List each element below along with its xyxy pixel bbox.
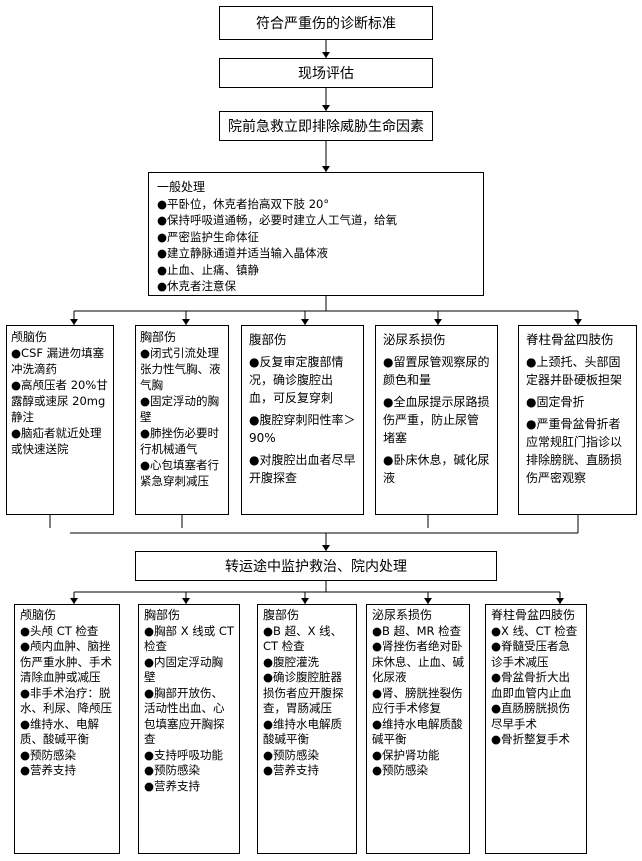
inhospital-chest-item: 胸部开放伤、活动性出血、心包填塞应开胸探查 (144, 686, 234, 748)
prehospital-urinary-box: 泌尿系损伤 留置尿管观察尿的颜色和量 全血尿提示尿路损伤严重，防止尿管堵塞 卧床… (375, 325, 498, 515)
inhospital-craniocerebral-item: 预防感染 (20, 748, 114, 764)
general-treatment-item: 严密监护生命体征 (157, 229, 475, 246)
prehospital-chest-item: 肺挫伤必要时行机械通气 (140, 425, 224, 457)
prehospital-urinary-item: 卧床休息，碱化尿液 (383, 451, 490, 487)
general-treatment-item: 止血、止痛、镇静 (157, 262, 475, 279)
inhospital-spine-pelvis-limbs-item: 骨盆骨折大出血即血管内止血 (491, 670, 581, 701)
prehospital-chest-box: 胸部伤 闭式引流处理张力性气胸、液气胸 固定浮动的胸壁 肺挫伤必要时行机械通气 … (135, 325, 229, 515)
inhospital-spine-pelvis-limbs-item: X 线、CT 检查 (491, 624, 581, 640)
inhospital-craniocerebral-title: 颅脑伤 (20, 608, 57, 622)
scene-assessment-text: 现场评估 (298, 66, 354, 82)
prehospital-abdomen-item: 对腹腔出血者尽早开腹探查 (249, 451, 356, 487)
prehospital-emergency-box: 院前急救立即排除威胁生命因素 (219, 111, 433, 141)
inhospital-urinary-item: 维持水电解质酸碱平衡 (372, 717, 464, 748)
prehospital-urinary-item: 留置尿管观察尿的颜色和量 (383, 353, 490, 389)
scene-assessment-box: 现场评估 (219, 58, 433, 88)
inhospital-craniocerebral-box: 颅脑伤 头颅 CT 检查 颅内血肿、脑挫伤严重水肿、手术清除血肿或减压 非手术治… (14, 604, 120, 854)
inhospital-craniocerebral-item: 维持水、电解质、酸碱平衡 (20, 717, 114, 748)
prehospital-abdomen-title: 腹部伤 (249, 332, 287, 347)
diagnosis-criteria-text: 符合严重伤的诊断标准 (256, 16, 396, 32)
diagnosis-criteria-box: 符合严重伤的诊断标准 (219, 6, 433, 40)
general-treatment-item: 休克者注意保 (157, 278, 475, 295)
prehospital-craniocerebral-item: 脑疝者就近处理或快速送院 (11, 425, 109, 457)
inhospital-abdomen-item: 维持水电解质酸碱平衡 (263, 717, 351, 748)
inhospital-abdomen-item: 腹腔灌洗 (263, 655, 351, 671)
prehospital-spine-pelvis-limbs-item: 严重骨盆骨折者应常规肛门指诊以排除膀胱、直肠损伤严密观察 (526, 415, 629, 487)
prehospital-craniocerebral-item: CSF 漏进勿填塞冲洗滴药 (11, 345, 109, 377)
transport-text: 转运途中监护救治、院内处理 (225, 559, 407, 575)
inhospital-spine-pelvis-limbs-item: 直肠膀胱损伤尽早手术 (491, 701, 581, 732)
prehospital-abdomen-item: 反复审定腹部情况，确诊腹腔出血，可反复穿刺 (249, 353, 356, 407)
general-treatment-title: 一般处理 (157, 180, 206, 194)
inhospital-chest-box: 胸部伤 胸部 X 线或 CT 检查 内固定浮动胸壁 胸部开放伤、活动性出血、心包… (138, 604, 240, 854)
prehospital-spine-pelvis-limbs-item: 固定骨折 (526, 393, 629, 411)
inhospital-craniocerebral-item: 头颅 CT 检查 (20, 624, 114, 640)
inhospital-spine-pelvis-limbs-item: 脊髓受压者急诊手术减压 (491, 639, 581, 670)
prehospital-chest-item: 固定浮动的胸壁 (140, 393, 224, 425)
inhospital-abdomen-item: 预防感染 (263, 748, 351, 764)
prehospital-spine-pelvis-limbs-title: 脊柱骨盆四肢伤 (526, 332, 614, 347)
prehospital-chest-item: 心包填塞者行紧急穿刺减压 (140, 457, 224, 489)
general-treatment-item: 平卧位，休克者抬高双下肢 20° (157, 196, 475, 213)
inhospital-chest-item: 预防感染 (144, 763, 234, 779)
general-treatment-box: 一般处理 平卧位，休克者抬高双下肢 20° 保持呼吸道通畅，必要时建立人工气道，… (148, 172, 484, 296)
inhospital-abdomen-box: 腹部伤 B 超、X 线、CT 检查 腹腔灌洗 确诊腹腔脏器损伤者应开腹探查，胃肠… (257, 604, 357, 854)
prehospital-abdomen-box: 腹部伤 反复审定腹部情况，确诊腹腔出血，可反复穿刺 腹腔穿刺阳性率＞90% 对腹… (241, 325, 364, 515)
inhospital-chest-item: 支持呼吸功能 (144, 748, 234, 764)
inhospital-spine-pelvis-limbs-item: 骨折整复手术 (491, 732, 581, 748)
inhospital-abdomen-item: B 超、X 线、CT 检查 (263, 624, 351, 655)
prehospital-urinary-title: 泌尿系损伤 (383, 332, 446, 347)
inhospital-chest-item: 营养支持 (144, 779, 234, 795)
inhospital-abdomen-item: 确诊腹腔脏器损伤者应开腹探查，胃肠减压 (263, 670, 351, 717)
prehospital-emergency-text: 院前急救立即排除威胁生命因素 (228, 119, 424, 135)
prehospital-urinary-item: 全血尿提示尿路损伤严重，防止尿管堵塞 (383, 393, 490, 447)
inhospital-craniocerebral-item: 营养支持 (20, 763, 114, 779)
inhospital-chest-item: 内固定浮动胸壁 (144, 655, 234, 686)
prehospital-craniocerebral-box: 颅脑伤 CSF 漏进勿填塞冲洗滴药 高颅压者 20%甘露醇或速尿 20mg 静注… (6, 325, 114, 515)
inhospital-abdomen-item: 营养支持 (263, 763, 351, 779)
inhospital-craniocerebral-item: 非手术治疗：脱水、利尿、降颅压 (20, 686, 114, 717)
inhospital-urinary-item: 预防感染 (372, 763, 464, 779)
inhospital-chest-item: 胸部 X 线或 CT 检查 (144, 624, 234, 655)
inhospital-urinary-title: 泌尿系损伤 (372, 608, 433, 622)
prehospital-spine-pelvis-limbs-box: 脊柱骨盆四肢伤 上颈托、头部固定器并卧硬板担架 固定骨折 严重骨盆骨折者应常规肛… (518, 325, 637, 515)
prehospital-spine-pelvis-limbs-item: 上颈托、头部固定器并卧硬板担架 (526, 353, 629, 389)
inhospital-urinary-item: 保护肾功能 (372, 748, 464, 764)
inhospital-urinary-item: 肾、膀胱挫裂伤应行手术修复 (372, 686, 464, 717)
inhospital-chest-title: 胸部伤 (144, 608, 181, 622)
inhospital-urinary-item: 肾挫伤者绝对卧床休息、止血、碱化尿液 (372, 639, 464, 686)
general-treatment-item: 建立静脉通道并适当输入晶体液 (157, 245, 475, 262)
prehospital-craniocerebral-item: 高颅压者 20%甘露醇或速尿 20mg 静注 (11, 377, 109, 425)
inhospital-urinary-box: 泌尿系损伤 B 超、MR 检查 肾挫伤者绝对卧床休息、止血、碱化尿液 肾、膀胱挫… (366, 604, 470, 854)
inhospital-urinary-item: B 超、MR 检查 (372, 624, 464, 640)
inhospital-craniocerebral-item: 颅内血肿、脑挫伤严重水肿、手术清除血肿或减压 (20, 639, 114, 686)
general-treatment-item: 保持呼吸道通畅，必要时建立人工气道，给氧 (157, 212, 475, 229)
prehospital-abdomen-item: 腹腔穿刺阳性率＞90% (249, 411, 356, 447)
inhospital-abdomen-title: 腹部伤 (263, 608, 300, 622)
prehospital-chest-title: 胸部伤 (140, 330, 177, 344)
prehospital-craniocerebral-title: 颅脑伤 (11, 330, 48, 344)
transport-box: 转运途中监护救治、院内处理 (135, 551, 497, 581)
inhospital-spine-pelvis-limbs-title: 脊柱骨盆四肢伤 (491, 608, 576, 622)
prehospital-chest-item: 闭式引流处理张力性气胸、液气胸 (140, 345, 224, 393)
inhospital-spine-pelvis-limbs-box: 脊柱骨盆四肢伤 X 线、CT 检查 脊髓受压者急诊手术减压 骨盆骨折大出血即血管… (485, 604, 587, 854)
